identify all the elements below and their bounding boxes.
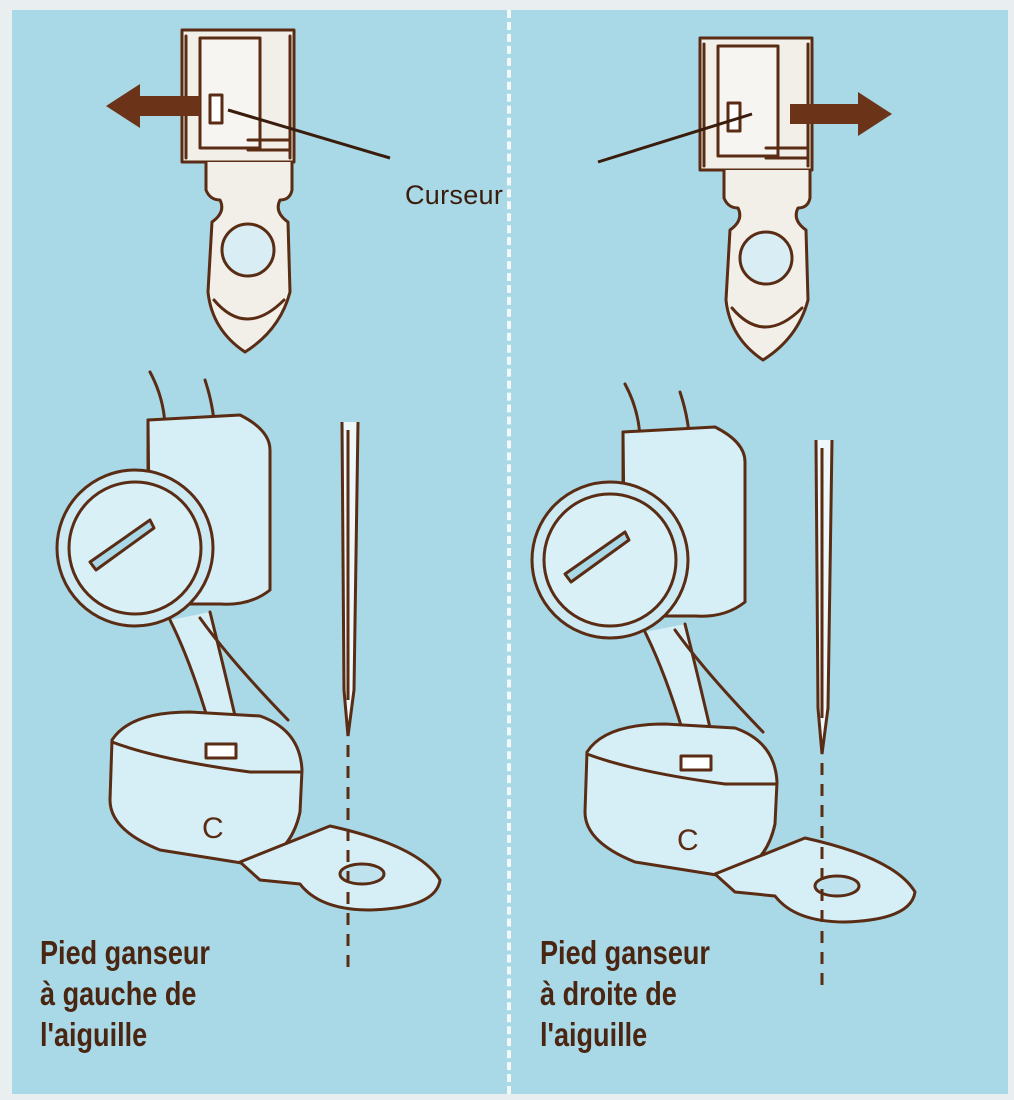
left-caption-line-1: Pied ganseur (40, 934, 210, 971)
cursor-label: Curseur (405, 180, 504, 210)
cursor-pointer-left (227, 108, 391, 160)
right-foot-top-view (698, 36, 814, 362)
right-caption-line-2: à droite de (540, 975, 677, 1012)
left-foot-top-view (180, 28, 296, 354)
left-caption-line-2: à gauche de (40, 975, 197, 1012)
left-foot-body (55, 370, 442, 912)
arrow-left-icon (106, 84, 200, 128)
cursor-pointer-right (597, 112, 753, 164)
left-caption: Pied ganseur à gauche de l'aiguille (40, 932, 210, 1055)
arrow-right-icon (790, 92, 892, 136)
right-caption-line-1: Pied ganseur (540, 934, 710, 971)
right-foot-body (530, 382, 917, 924)
left-caption-line-3: l'aiguille (40, 1016, 148, 1053)
center-divider (507, 10, 511, 1094)
right-caption-line-3: l'aiguille (540, 1016, 648, 1053)
right-caption: Pied ganseur à droite de l'aiguille (540, 932, 710, 1055)
